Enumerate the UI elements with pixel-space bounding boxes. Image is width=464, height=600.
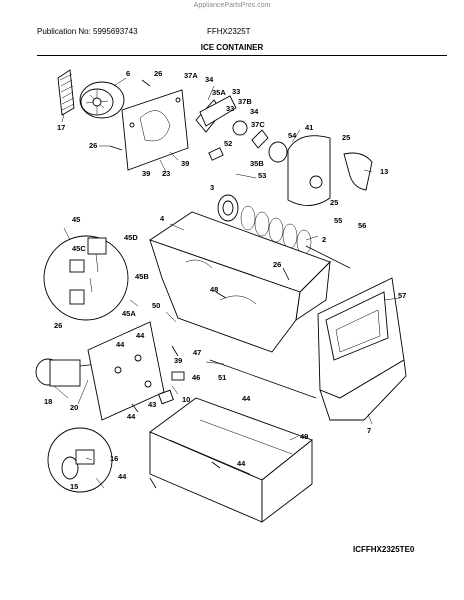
callout-25: 25 <box>342 133 350 142</box>
part-51-shape <box>171 371 185 381</box>
part-46-shape <box>209 359 317 399</box>
part-57-shape <box>317 277 405 399</box>
callout-54: 54 <box>288 131 297 140</box>
part-41-shape <box>268 135 331 206</box>
callout-39: 39 <box>181 159 189 168</box>
callout-25: 25 <box>330 198 338 207</box>
callout-33: 33 <box>226 104 234 113</box>
part-4-shape <box>148 211 331 353</box>
site-watermark: AppliancePartsPros.com <box>193 2 271 9</box>
part-17-shape <box>57 69 75 116</box>
callout-15: 15 <box>70 482 78 491</box>
callout-45c: 45C <box>72 244 86 253</box>
part-3-shape <box>217 194 239 222</box>
part-13-shape <box>343 152 373 191</box>
callout-45: 45 <box>72 215 80 224</box>
leader-lines <box>53 77 401 489</box>
callout-53: 53 <box>258 171 266 180</box>
callout-44: 44 <box>116 340 125 349</box>
callout-35b: 35B <box>250 159 264 168</box>
part-7-shape <box>319 359 407 421</box>
callout-3: 3 <box>210 183 214 192</box>
part-10-shape <box>158 389 174 405</box>
inset-15-16-shape <box>47 427 113 493</box>
callout-45d: 45D <box>124 233 138 242</box>
callout-57: 57 <box>398 291 406 300</box>
callout-48: 48 <box>210 285 218 294</box>
callout-4: 4 <box>160 214 165 223</box>
callout-52: 52 <box>224 139 232 148</box>
callout-6: 6 <box>126 69 130 78</box>
part-2-shape <box>240 205 351 269</box>
part-49-shape <box>149 397 313 523</box>
callout-37b: 37B <box>238 97 252 106</box>
callout-33: 33 <box>232 87 240 96</box>
callout-43: 43 <box>148 400 156 409</box>
callout-46: 46 <box>192 373 200 382</box>
callout-56: 56 <box>358 221 366 230</box>
callout-34: 34 <box>205 75 214 84</box>
callout-26: 26 <box>273 260 281 269</box>
callout-16: 16 <box>110 454 118 463</box>
part-18-shape <box>35 358 99 387</box>
callout-17: 17 <box>57 123 65 132</box>
callout-51: 51 <box>218 373 226 382</box>
part-23-shape <box>121 89 189 171</box>
header-rule <box>37 55 447 56</box>
diagram-title: ICE CONTAINER <box>200 43 264 52</box>
model-number: FFHX2325T <box>207 27 251 36</box>
callout-37c: 37C <box>251 120 265 129</box>
callout-2: 2 <box>322 235 326 244</box>
callout-26: 26 <box>154 69 162 78</box>
callout-55: 55 <box>334 216 342 225</box>
callout-47: 47 <box>193 348 201 357</box>
callout-35a: 35A <box>212 88 226 97</box>
callout-49: 49 <box>300 432 308 441</box>
callout-13: 13 <box>380 167 388 176</box>
part-6-shape <box>79 81 125 119</box>
callout-7: 7 <box>367 426 371 435</box>
callout-39: 39 <box>142 169 150 178</box>
callout-37a: 37A <box>184 71 198 80</box>
callout-41: 41 <box>305 123 313 132</box>
callout-45b: 45B <box>135 272 149 281</box>
callout-50: 50 <box>152 301 160 310</box>
screw-shapes <box>109 79 290 489</box>
publication-number: Publication No: 5995693743 <box>37 27 138 36</box>
callout-18: 18 <box>44 397 52 406</box>
callout-44: 44 <box>118 472 127 481</box>
callout-26: 26 <box>54 321 62 330</box>
callout-23: 23 <box>162 169 170 178</box>
callout-10: 10 <box>182 395 190 404</box>
callout-44: 44 <box>136 331 145 340</box>
callout-20: 20 <box>70 403 78 412</box>
callout-45a: 45A <box>122 309 136 318</box>
diagram-code: ICFFHX2325TE0 <box>353 545 415 554</box>
callout-44: 44 <box>127 412 136 421</box>
gear-assembly-shape <box>195 95 269 161</box>
callout-26: 26 <box>89 141 97 150</box>
callout-39: 39 <box>174 356 182 365</box>
inset-45-shape <box>43 235 129 321</box>
callout-44: 44 <box>237 459 246 468</box>
callout-44: 44 <box>242 394 251 403</box>
callout-34: 34 <box>250 107 259 116</box>
